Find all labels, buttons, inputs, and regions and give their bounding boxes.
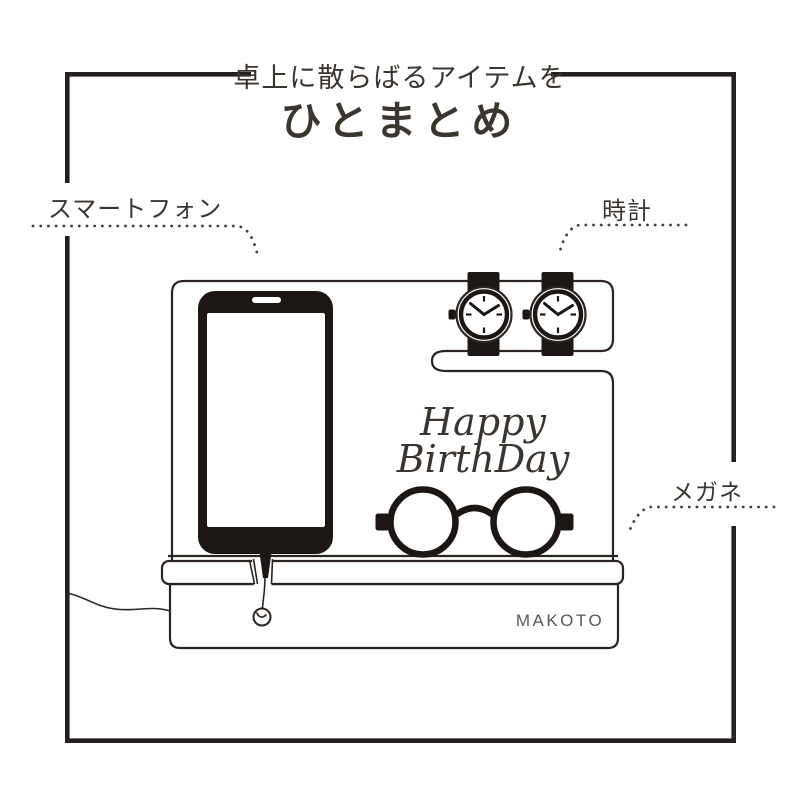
- cable-plug-detail: [255, 612, 268, 618]
- charging-cable: [252, 549, 272, 627]
- frame-border: [65, 72, 736, 743]
- glasses-bridge: [451, 504, 498, 520]
- leader-watch: [557, 223, 688, 258]
- engraving-name: MAKOTO: [515, 611, 605, 630]
- charging-cable-left: [66, 592, 171, 612]
- glasses-temple-left: [375, 513, 390, 531]
- leader-glasses: [626, 505, 776, 537]
- engraving-message-line1: Happy: [420, 400, 546, 444]
- watch-icon-right: [522, 272, 587, 356]
- stand-tray-lip: [160, 559, 625, 586]
- page-title: ひとまとめ: [280, 98, 520, 144]
- header-tagline: 卓上に散らばるアイテムを: [233, 63, 567, 93]
- watch-icon-left: [448, 272, 513, 356]
- phone-screen: [207, 313, 325, 527]
- glasses-lens-right: [490, 486, 562, 558]
- callout-watch: 時計: [602, 198, 652, 225]
- watch-hands: [543, 302, 574, 317]
- glasses-lens-left: [387, 486, 459, 558]
- phone-speaker: [252, 297, 281, 303]
- cable-connector: [259, 549, 272, 578]
- glasses-icon: [375, 486, 574, 558]
- glasses-temple-right: [559, 513, 574, 531]
- engraving-message-line2: BirthDay: [396, 437, 570, 481]
- watch-crown: [448, 309, 456, 320]
- watch-crown: [522, 309, 530, 320]
- stand-base: [168, 582, 620, 650]
- smartphone-icon: [198, 291, 333, 554]
- callout-smartphone: スマートフォン: [48, 196, 223, 223]
- cable-cord: [261, 577, 266, 609]
- watch-hands: [469, 302, 500, 317]
- callout-glasses: メガネ: [671, 479, 743, 505]
